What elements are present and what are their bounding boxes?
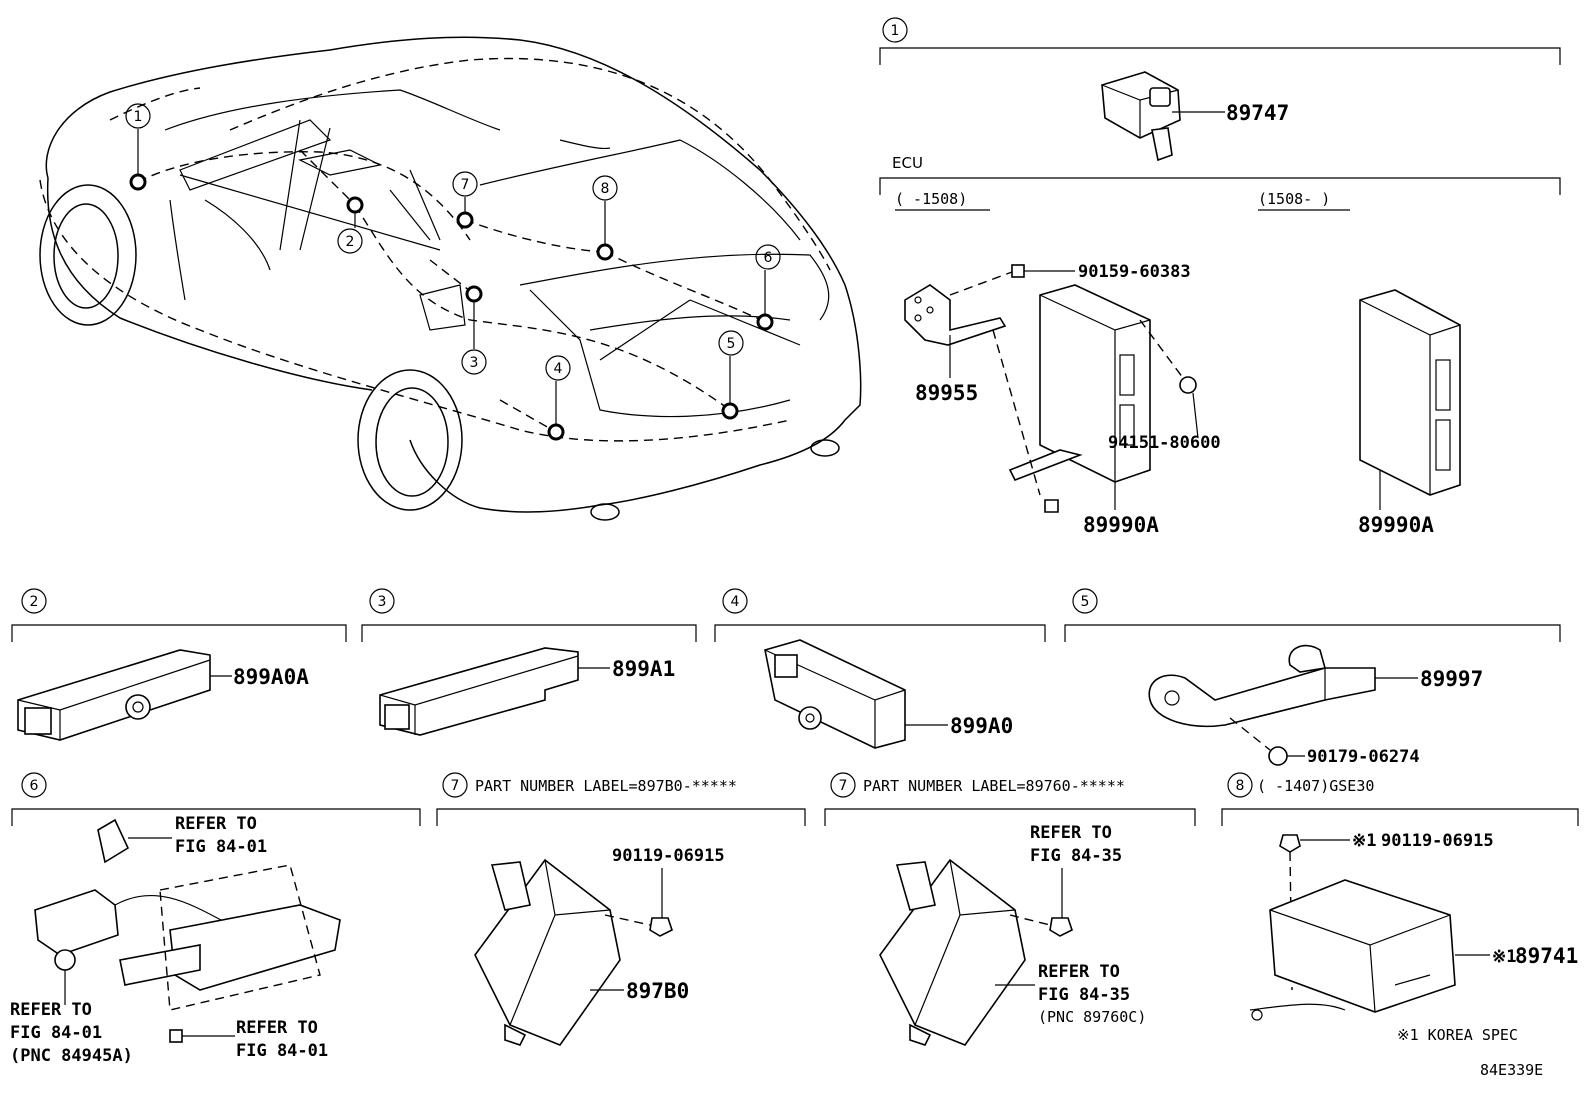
part-90159-60383: 90159-60383 xyxy=(1078,262,1191,282)
ref-fig-84-35-bottom-line1: REFER TO xyxy=(1038,962,1120,982)
svg-text:3: 3 xyxy=(378,594,387,610)
ref-fig-84-35-top-line1: REFER TO xyxy=(1030,823,1112,843)
ref-fig-84-35-top-line2: FIG 84-35 xyxy=(1030,846,1122,866)
part-89997: 89997 xyxy=(1420,667,1483,691)
ref-fig-84-01-bottom-line1: REFER TO xyxy=(236,1018,318,1038)
svg-text:5: 5 xyxy=(1081,594,1090,610)
ref-fig-84-01-left-line3: (PNC 84945A) xyxy=(10,1046,133,1066)
section-7b: 7 PART NUMBER LABEL=89760-***** REFER TO… xyxy=(824,772,1196,1046)
section-5: 5 89997 90179-06274 xyxy=(1064,588,1561,767)
part-number-label-89760: PART NUMBER LABEL=89760-***** xyxy=(863,777,1125,795)
part-94151-80600: 94151-80600 xyxy=(1108,433,1221,453)
section-4: 4 899A0 xyxy=(714,588,1046,749)
section-8: 8 ( -1407)GSE30 ※1 90119-06915 ※1 89741 … xyxy=(1221,772,1579,1044)
callout-6: 6 xyxy=(755,244,781,270)
ecu-right-drawing xyxy=(1359,289,1461,496)
svg-text:3: 3 xyxy=(470,355,479,371)
ecu-label: ECU xyxy=(892,154,923,172)
section-7a-number: 7 xyxy=(442,772,468,798)
callout-8: 8 xyxy=(592,175,618,201)
range-left: ( -1508) xyxy=(895,190,967,208)
part-90119-06915-8: 90119-06915 xyxy=(1381,831,1494,851)
section-8-number: 8 xyxy=(1227,772,1253,798)
part-89747: 89747 xyxy=(1226,101,1289,125)
svg-text:1: 1 xyxy=(891,23,900,39)
section-6: 6 REFER TO FIG 84-01 REFER TO FIG 84-01 … xyxy=(10,772,421,1066)
svg-text:4: 4 xyxy=(554,361,563,377)
part-90119-06915-7a: 90119-06915 xyxy=(612,846,725,866)
range-right: (1508- ) xyxy=(1258,190,1330,208)
svg-text:8: 8 xyxy=(601,181,610,197)
svg-text:2: 2 xyxy=(346,234,355,250)
callout-7: 7 xyxy=(452,171,478,197)
section-1-number: 1 xyxy=(882,17,908,43)
svg-text:7: 7 xyxy=(839,778,848,794)
svg-text:7: 7 xyxy=(461,177,470,193)
callout-4: 4 xyxy=(545,355,571,381)
harness-assembly-drawing xyxy=(34,818,341,1043)
svg-text:5: 5 xyxy=(727,336,736,352)
callout-5: 5 xyxy=(718,330,744,356)
section-3-number: 3 xyxy=(369,588,395,614)
section-4-number: 4 xyxy=(722,588,748,614)
section-3: 3 899A1 xyxy=(361,588,697,736)
korea-spec-note: ※1 KOREA SPEC xyxy=(1397,1026,1518,1044)
sensor-89997-drawing xyxy=(1148,644,1376,728)
ref-fig-84-01-bottom-line2: FIG 84-01 xyxy=(236,1041,328,1061)
bolt-90159-drawing xyxy=(1011,264,1040,278)
part-897B0: 897B0 xyxy=(626,979,689,1003)
section-5-number: 5 xyxy=(1072,588,1098,614)
section-7b-number: 7 xyxy=(830,772,856,798)
sensor-899A1-drawing xyxy=(379,647,579,736)
section-2: 2 899A0A xyxy=(11,588,347,741)
module-897B0-drawing xyxy=(474,858,621,1046)
part-89741: 89741 xyxy=(1515,944,1578,968)
section-1: 1 89747 ECU ( -1508) (1508- ) 89955 xyxy=(879,17,1561,537)
ref-fig-84-35-bottom-line2: FIG 84-35 xyxy=(1038,985,1130,1005)
svg-text:7: 7 xyxy=(451,778,460,794)
part-number-label-897B0: PART NUMBER LABEL=897B0-***** xyxy=(475,777,737,795)
module-89760-drawing xyxy=(879,858,1026,1046)
svg-text:6: 6 xyxy=(30,778,39,794)
part-korea-mark: ※1 xyxy=(1492,947,1516,967)
section-2-number: 2 xyxy=(21,588,47,614)
svg-text:2: 2 xyxy=(30,594,39,610)
callout-2: 2 xyxy=(337,228,363,254)
part-899A0A: 899A0A xyxy=(233,665,309,689)
bolt-korea-mark: ※1 xyxy=(1352,831,1376,851)
sensor-899A0A-drawing xyxy=(17,649,211,741)
sensor-89747-drawing xyxy=(1101,71,1181,162)
svg-text:1: 1 xyxy=(134,109,143,125)
sensor-899A0-drawing xyxy=(764,639,906,749)
ref-fig-84-01-left-line1: REFER TO xyxy=(10,1000,92,1020)
module-89741-drawing xyxy=(1249,879,1456,1021)
ref-fig-84-01-top-line2: FIG 84-01 xyxy=(175,837,267,857)
section-8-range: ( -1407)GSE30 xyxy=(1257,777,1374,795)
section-7a: 7 PART NUMBER LABEL=897B0-***** 90119-06… xyxy=(436,772,806,1046)
callout-3: 3 xyxy=(461,349,487,375)
svg-text:4: 4 xyxy=(731,594,740,610)
part-89990A-right: 89990A xyxy=(1358,513,1434,537)
figure-code: 84E339E xyxy=(1480,1061,1543,1079)
section-6-number: 6 xyxy=(21,772,47,798)
svg-text:6: 6 xyxy=(764,250,773,266)
callout-1: 1 xyxy=(125,103,151,129)
bracket-89955-drawing xyxy=(904,284,1007,346)
svg-text:8: 8 xyxy=(1236,778,1245,794)
part-89955: 89955 xyxy=(915,381,978,405)
part-899A1: 899A1 xyxy=(612,657,675,681)
ref-fig-84-35-bottom-line3: (PNC 89760C) xyxy=(1038,1008,1146,1026)
part-89990A-left: 89990A xyxy=(1083,513,1159,537)
car-illustration: 1 2 3 7 8 6 5 4 xyxy=(39,36,862,521)
ecu-left-drawing xyxy=(1008,284,1151,483)
part-90179-06274: 90179-06274 xyxy=(1307,747,1420,767)
ref-fig-84-01-left-line2: FIG 84-01 xyxy=(10,1023,102,1043)
part-899A0: 899A0 xyxy=(950,714,1013,738)
ref-fig-84-01-top-line1: REFER TO xyxy=(175,814,257,834)
